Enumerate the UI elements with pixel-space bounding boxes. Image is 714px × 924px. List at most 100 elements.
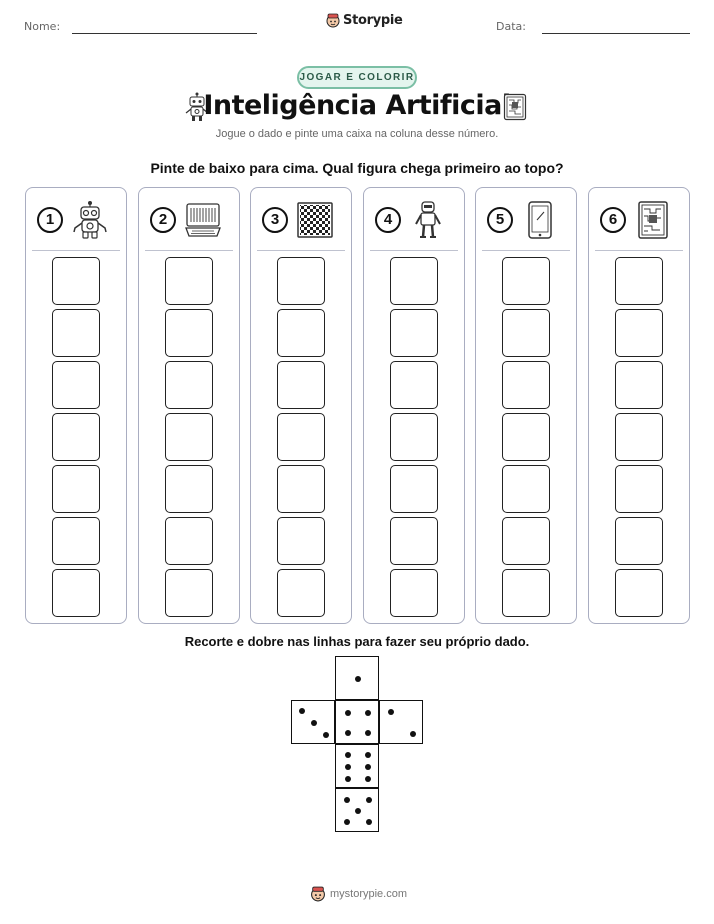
dice-pip — [311, 720, 317, 726]
color-box — [502, 257, 550, 305]
color-box — [502, 413, 550, 461]
dice-pip — [355, 808, 361, 814]
dice-pip — [298, 707, 305, 714]
color-box — [390, 309, 438, 357]
color-box — [52, 465, 100, 513]
color-box — [52, 361, 100, 409]
color-box — [390, 517, 438, 565]
server-icon — [503, 93, 527, 121]
column-divider — [370, 250, 458, 251]
column-number: 2 — [150, 207, 176, 233]
robot-icon — [73, 201, 107, 239]
humanoid-robot-icon — [415, 201, 441, 238]
dice-pip — [410, 731, 416, 737]
dice-pip — [388, 709, 394, 715]
column-divider — [257, 250, 345, 251]
date-line — [542, 33, 690, 34]
color-box — [277, 361, 325, 409]
color-box — [165, 361, 213, 409]
color-box — [165, 569, 213, 617]
column-number: 5 — [487, 207, 513, 233]
computer-icon — [185, 203, 221, 237]
dice-pip — [345, 764, 352, 770]
name-line — [72, 33, 257, 34]
color-box — [615, 517, 663, 565]
dice-face — [335, 744, 379, 788]
color-box — [277, 569, 325, 617]
dice-face — [379, 700, 423, 744]
color-box — [502, 309, 550, 357]
color-box — [615, 465, 663, 513]
page-subtitle: Jogue o dado e pinte uma caixa na coluna… — [215, 128, 499, 140]
dice-pip — [344, 797, 350, 803]
color-box — [165, 517, 213, 565]
color-box — [390, 569, 438, 617]
chessboard-icon — [297, 202, 333, 238]
color-box — [390, 257, 438, 305]
dice-face — [335, 700, 379, 744]
name-label: Nome: — [24, 20, 61, 33]
color-box — [502, 569, 550, 617]
color-box — [390, 465, 438, 513]
dice-pip — [366, 797, 372, 803]
dice-pip — [355, 676, 361, 682]
color-box — [165, 309, 213, 357]
dice-instruction: Recorte e dobre nas linhas para fazer se… — [184, 634, 530, 649]
dice-pip — [364, 751, 371, 758]
dice-pip — [345, 710, 352, 717]
color-box — [277, 309, 325, 357]
column-2: 2 — [138, 187, 240, 624]
color-box — [390, 361, 438, 409]
column-number: 3 — [262, 207, 288, 233]
activity-tag: JOGAR E COLORIR — [297, 66, 417, 89]
dice-pip — [345, 751, 352, 758]
dice-pip — [364, 710, 371, 717]
brand-logo: Storypie — [326, 13, 403, 28]
color-box — [615, 257, 663, 305]
color-box — [165, 257, 213, 305]
brand-name: Storypie — [343, 13, 403, 28]
color-box — [52, 309, 100, 357]
color-box — [615, 413, 663, 461]
game-instruction: Pinte de baixo para cima. Qual figura ch… — [150, 160, 564, 176]
column-number: 6 — [600, 207, 626, 233]
dice-pip — [364, 764, 371, 770]
dice-pip — [345, 776, 352, 783]
color-box — [52, 413, 100, 461]
robot-icon — [185, 92, 209, 121]
color-box — [502, 361, 550, 409]
color-box — [277, 413, 325, 461]
dice-pip — [364, 729, 371, 736]
color-box — [277, 257, 325, 305]
color-box — [52, 569, 100, 617]
color-box — [615, 309, 663, 357]
column-1: 1 — [25, 187, 127, 624]
server-icon — [638, 201, 668, 239]
column-divider — [145, 250, 233, 251]
column-divider — [32, 250, 120, 251]
color-box — [502, 517, 550, 565]
smartphone-icon — [528, 201, 552, 239]
column-5: 5 — [475, 187, 577, 624]
color-box — [390, 413, 438, 461]
dice-pip — [344, 819, 350, 825]
dice-pip — [345, 729, 352, 736]
color-box — [502, 465, 550, 513]
color-box — [165, 413, 213, 461]
footer-url: mystorypie.com — [330, 888, 408, 900]
date-label: Data: — [496, 20, 526, 33]
page-title: Inteligência Artificial — [203, 90, 511, 121]
color-box — [277, 517, 325, 565]
color-box — [277, 465, 325, 513]
dice-pip — [323, 732, 330, 739]
color-box — [615, 361, 663, 409]
color-box — [52, 257, 100, 305]
color-box — [615, 569, 663, 617]
dice-face — [335, 788, 379, 832]
color-box — [165, 465, 213, 513]
color-box — [52, 517, 100, 565]
dice-pip — [366, 819, 372, 825]
storypie-mascot-icon — [311, 886, 325, 902]
column-number: 4 — [375, 207, 401, 233]
column-divider — [595, 250, 683, 251]
